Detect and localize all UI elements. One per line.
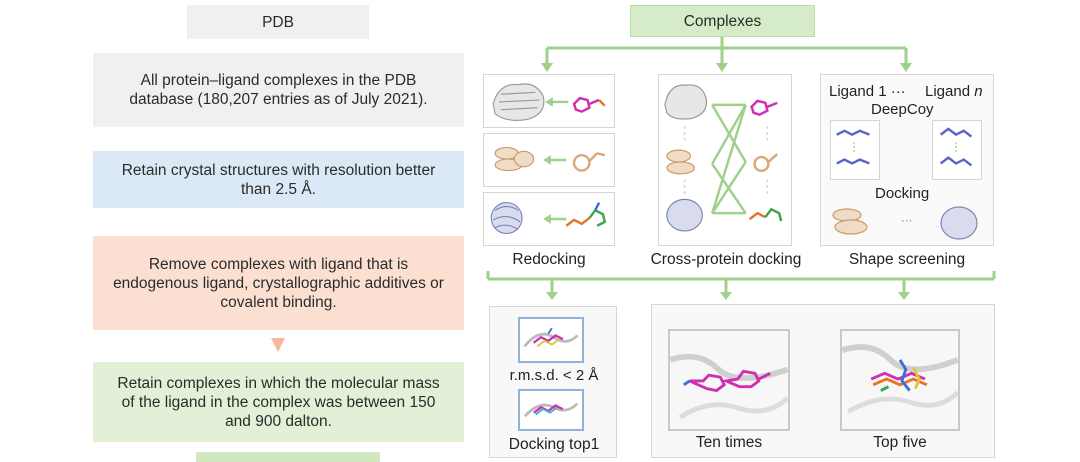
pose-image [518,389,584,431]
ligand-pose-icon [842,331,958,429]
bottom-connector [486,271,996,300]
svg-text:···: ··· [901,214,912,228]
ligand-n-label: Ligand n [925,83,983,100]
protein-ribbon-icon [490,202,607,235]
decoy-ligand-box [830,120,880,180]
filter-step-resolution: Retain crystal structures with resolutio… [93,151,464,208]
ligand-pose-icon [523,402,579,418]
filter-step-text: Retain complexes in which the molecular … [117,374,440,430]
ligand-n-index: n [974,83,983,100]
redocking-panel [483,74,615,246]
top-five-label: Top five [873,434,927,451]
rmsd-label: r.m.s.d. < 2 Å [509,367,599,384]
ligand-pose-icon [670,331,788,429]
pose-image [518,317,584,363]
protein-ribbon-icon [492,83,606,121]
filter-step-text: All protein–ligand complexes in the PDB … [129,72,428,108]
ellipsis-text: ··· [890,83,906,100]
pdb-header-label: PDB [262,13,294,31]
pose-image [668,329,790,431]
deepcoy-label: DeepCoy [871,101,934,118]
docking-top1-panel: r.m.s.d. < 2 Å Docking top1 [489,306,617,458]
top-connector [541,37,912,72]
filter-step-next [196,452,380,462]
filter-step-remove-ligands: Remove complexes with ligand that is end… [93,236,464,330]
cross-docking-graphic [664,84,783,232]
shape-screening-panel: Ligand 1 ··· Ligand n DeepCoy Docking ··… [820,74,994,246]
docking-label: Docking [875,185,930,202]
ligand-stick-icon [939,127,973,167]
filter-step-molecular-mass: Retain complexes in which the molecular … [93,362,464,442]
ligand-1-label: Ligand 1 ··· [829,83,906,100]
redocking-label: Redocking [512,251,586,268]
ligand-1-text: Ligand 1 [829,83,887,100]
pdb-header: PDB [187,5,369,39]
ten-times-panel: Ten times Top five [651,304,995,458]
complexes-header-label: Complexes [683,12,762,30]
redocking-row [483,74,615,128]
redocking-row [483,133,615,187]
shape-screening-label: Shape screening [848,251,966,268]
pose-image [840,329,960,431]
decoy-ligand-box [932,120,982,180]
redocking-row [483,192,615,246]
docking-top1-label: Docking top1 [508,436,600,453]
ten-times-label: Ten times [695,434,763,451]
ligand-stick-icon [836,129,870,165]
ligand-n-text: Ligand [925,83,971,100]
ligand-pose-icon [523,327,579,348]
shape-proteins: ··· [832,206,978,240]
cross-protein-panel [658,74,792,246]
arrow-icon [271,338,285,352]
filter-step-all-complexes: All protein–ligand complexes in the PDB … [93,53,464,127]
filter-step-text: Remove complexes with ligand that is end… [113,255,444,311]
protein-ribbon-icon [494,146,606,172]
filter-step-text: Retain crystal structures with resolutio… [121,161,436,198]
complexes-header: Complexes [630,5,815,37]
cross-protein-label: Cross-protein docking [650,251,802,268]
